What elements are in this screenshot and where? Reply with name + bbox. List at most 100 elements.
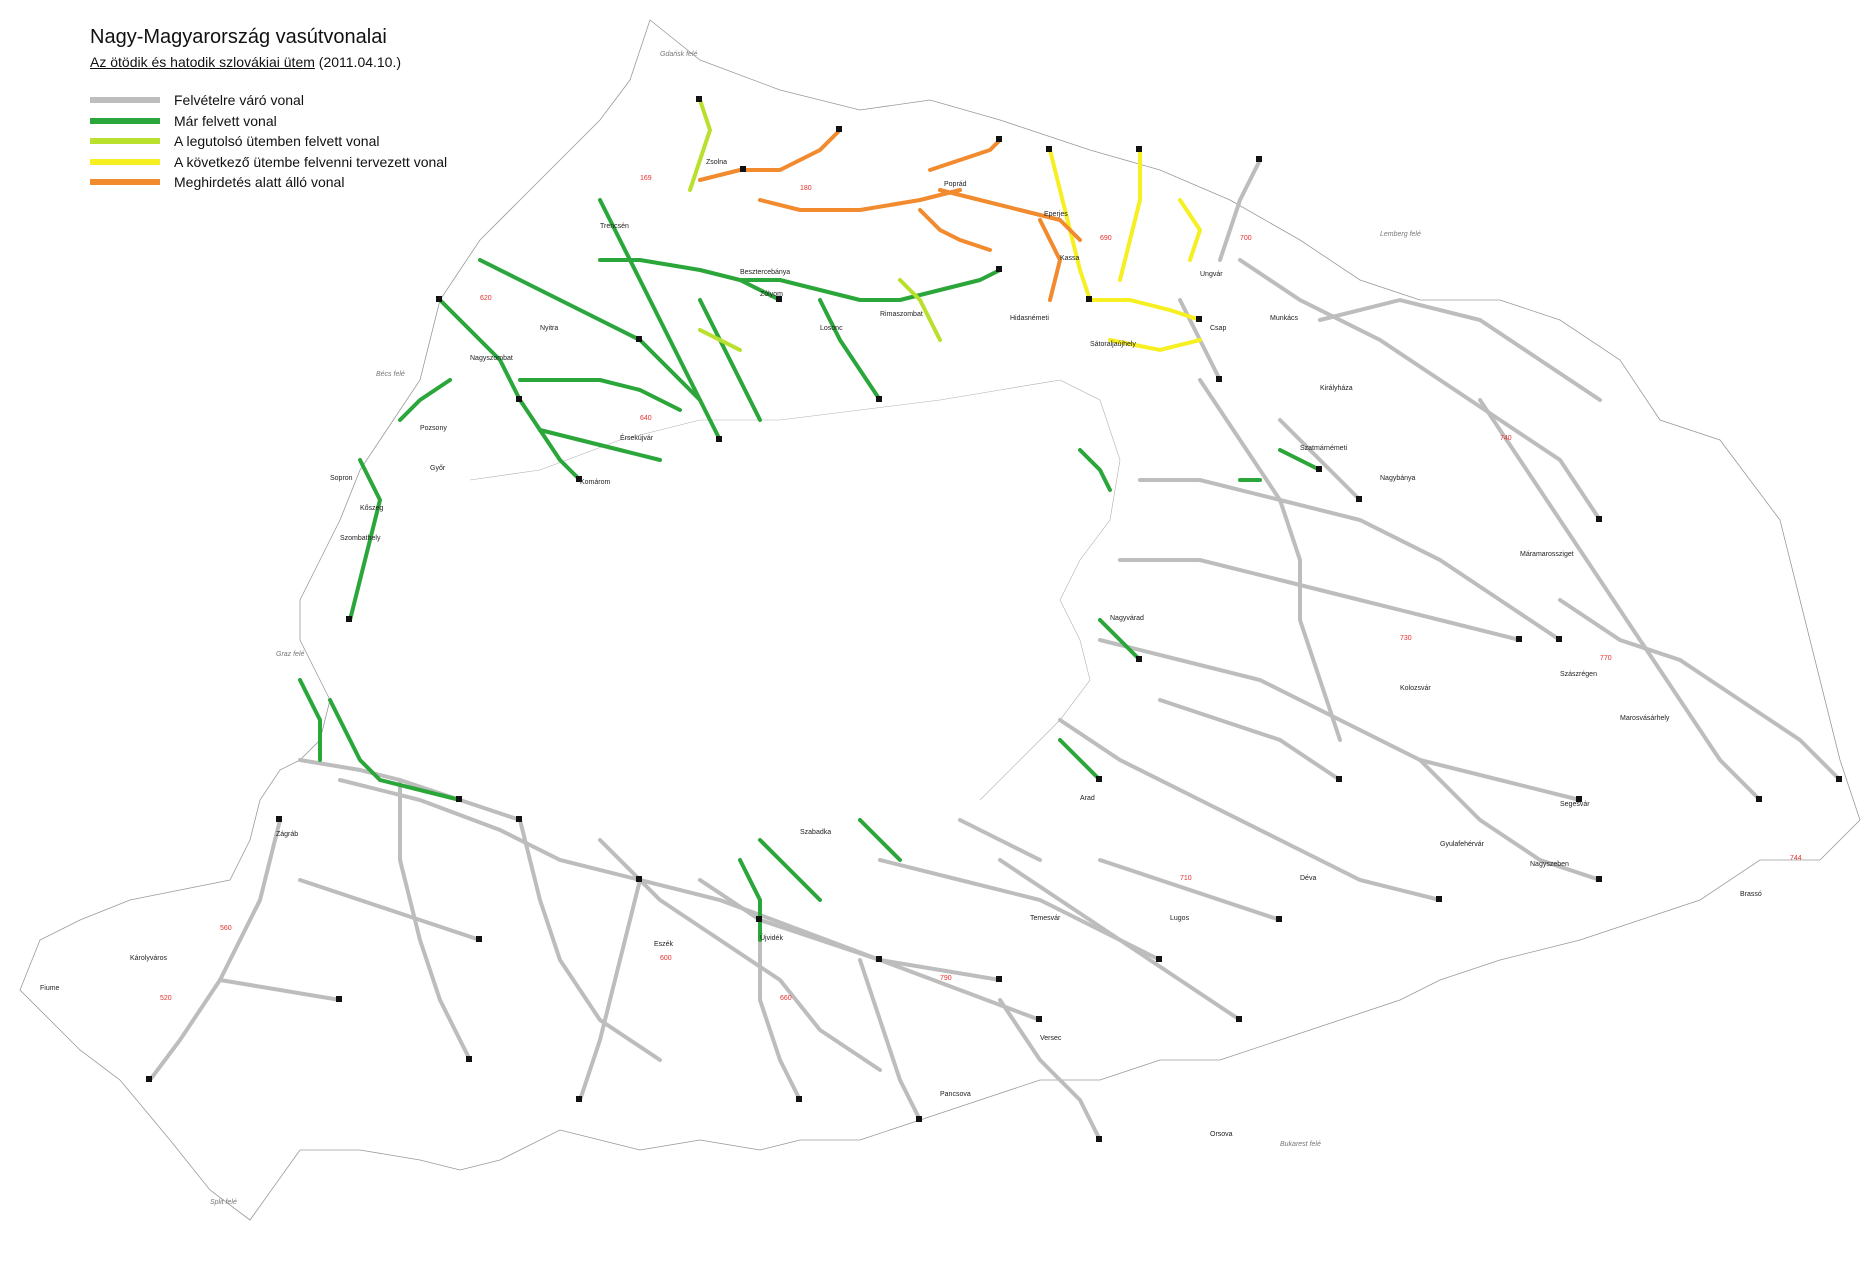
city-label: Fiume bbox=[40, 985, 60, 992]
river-line bbox=[469, 379, 1121, 801]
city-label: Máramarossziget bbox=[1520, 551, 1574, 558]
legend-item: Már felvett vonal bbox=[90, 111, 447, 132]
city-label: Arad bbox=[1080, 795, 1095, 802]
legend-item: Meghirdetés alatt álló vonal bbox=[90, 172, 447, 193]
legend-swatch bbox=[90, 138, 160, 145]
line-number: 600 bbox=[660, 955, 672, 962]
legend-label: A következő ütembe felvenni tervezett vo… bbox=[174, 153, 448, 170]
city-label: Zsolna bbox=[706, 159, 727, 166]
legend-item: A következő ütembe felvenni tervezett vo… bbox=[90, 152, 447, 173]
city-label: Győr bbox=[430, 465, 446, 472]
direction-label: Bécs felé bbox=[376, 371, 405, 378]
legend-swatch bbox=[90, 117, 160, 124]
city-label: Csap bbox=[1210, 325, 1226, 332]
line-number: 690 bbox=[1100, 235, 1112, 242]
city-labels: Zsolna Kassa Eperjes Poprád Besztercebán… bbox=[40, 159, 1762, 1138]
city-label: Pancsova bbox=[940, 1091, 971, 1098]
line-number: 770 bbox=[1600, 655, 1612, 662]
line-number: 169 bbox=[640, 175, 652, 182]
city-label: Nagyszombat bbox=[470, 355, 513, 362]
line-number: 790 bbox=[940, 975, 952, 982]
city-label: Károlyváros bbox=[130, 955, 167, 962]
city-label: Munkács bbox=[1270, 315, 1299, 322]
direction-label: Graz felé bbox=[276, 651, 305, 658]
line-number: 520 bbox=[160, 995, 172, 1002]
direction-labels: Gdańsk felé Lemberg felé Bukarest felé G… bbox=[210, 51, 1421, 1206]
subtitle-date: (2011.04.10.) bbox=[318, 54, 402, 70]
direction-label: Gdańsk felé bbox=[660, 51, 697, 58]
city-label: Déva bbox=[1300, 875, 1316, 882]
city-label: Brassó bbox=[1740, 891, 1762, 898]
line-number: 744 bbox=[1790, 855, 1802, 862]
line-number: 640 bbox=[640, 415, 652, 422]
city-label: Eperjes bbox=[1044, 211, 1068, 218]
city-label: Temesvár bbox=[1030, 915, 1061, 922]
legend: Felvételre váró vonal Már felvett vonal … bbox=[90, 90, 447, 193]
line-number: 560 bbox=[220, 925, 232, 932]
city-label: Szombathely bbox=[340, 535, 381, 542]
city-label: Zólyom bbox=[760, 291, 783, 298]
city-label: Ungvár bbox=[1200, 271, 1223, 278]
line-number: 620 bbox=[480, 295, 492, 302]
city-label: Nyitra bbox=[540, 325, 558, 332]
city-label: Pozsony bbox=[420, 425, 447, 432]
city-label: Marosvásárhely bbox=[1620, 715, 1670, 722]
city-label: Zágráb bbox=[276, 831, 298, 838]
city-label: Sopron bbox=[330, 475, 353, 482]
direction-label: Bukarest felé bbox=[1280, 1141, 1321, 1148]
city-label: Érsekújvár bbox=[620, 433, 654, 442]
line-number: 730 bbox=[1400, 635, 1412, 642]
map-title: Nagy-Magyarország vasútvonalai bbox=[90, 26, 387, 48]
border-outline bbox=[19, 19, 1861, 1221]
city-label: Királyháza bbox=[1320, 385, 1353, 392]
legend-item: Felvételre váró vonal bbox=[90, 90, 447, 111]
city-label: Nagyszeben bbox=[1530, 861, 1569, 868]
stations bbox=[146, 96, 1842, 1142]
legend-label: Meghirdetés alatt álló vonal bbox=[174, 174, 345, 191]
legend-label: Felvételre váró vonal bbox=[174, 92, 304, 109]
city-label: Kőszeg bbox=[360, 505, 383, 512]
city-label: Segesvár bbox=[1560, 801, 1590, 808]
city-label: Kolozsvár bbox=[1400, 685, 1431, 692]
city-label: Hidasnémeti bbox=[1010, 315, 1049, 322]
line-number: 710 bbox=[1180, 875, 1192, 882]
legend-item: A legutolsó ütemben felvett vonal bbox=[90, 131, 447, 152]
city-label: Komárom bbox=[580, 479, 611, 486]
city-label: Szatmárnémeti bbox=[1300, 445, 1348, 452]
city-label: Szászrégen bbox=[1560, 671, 1597, 678]
city-label: Újvidék bbox=[760, 933, 783, 942]
lines-orange bbox=[698, 128, 1082, 302]
lines-lightgreen bbox=[688, 98, 942, 352]
city-label: Nagyvárad bbox=[1110, 615, 1144, 622]
map-subtitle: Az ötödik és hatodik szlovákiai ütem (20… bbox=[90, 54, 401, 70]
legend-swatch bbox=[90, 158, 160, 165]
city-label: Trencsén bbox=[600, 223, 629, 230]
city-label: Szabadka bbox=[800, 829, 831, 836]
city-label: Besztercebánya bbox=[740, 269, 790, 276]
legend-swatch bbox=[90, 179, 160, 186]
city-label: Eszék bbox=[654, 941, 674, 948]
legend-swatch bbox=[90, 97, 160, 104]
subtitle-link[interactable]: Az ötödik és hatodik szlovákiai ütem bbox=[90, 54, 315, 70]
city-label: Kassa bbox=[1060, 255, 1080, 262]
city-label: Lugos bbox=[1170, 915, 1190, 922]
city-label: Poprád bbox=[944, 181, 967, 188]
city-label: Sátoraljaújhely bbox=[1090, 341, 1136, 348]
city-label: Gyulafehérvár bbox=[1440, 841, 1485, 848]
line-number: 180 bbox=[800, 185, 812, 192]
line-numbers: 169 180 520 560 600 620 640 660 690 700 … bbox=[160, 175, 1802, 1002]
lines-yellow bbox=[1048, 148, 1203, 353]
city-label: Nagybánya bbox=[1380, 475, 1416, 482]
lines-grey bbox=[148, 158, 1842, 1142]
city-label: Rimaszombat bbox=[880, 311, 923, 318]
city-label: Versec bbox=[1040, 1035, 1062, 1042]
legend-label: A legutolsó ütemben felvett vonal bbox=[174, 133, 380, 150]
line-number: 700 bbox=[1240, 235, 1252, 242]
line-number: 660 bbox=[780, 995, 792, 1002]
direction-label: Lemberg felé bbox=[1380, 231, 1421, 238]
city-label: Orsova bbox=[1210, 1131, 1233, 1138]
legend-label: Már felvett vonal bbox=[174, 112, 277, 129]
direction-label: Split felé bbox=[210, 1199, 237, 1206]
line-number: 740 bbox=[1500, 435, 1512, 442]
